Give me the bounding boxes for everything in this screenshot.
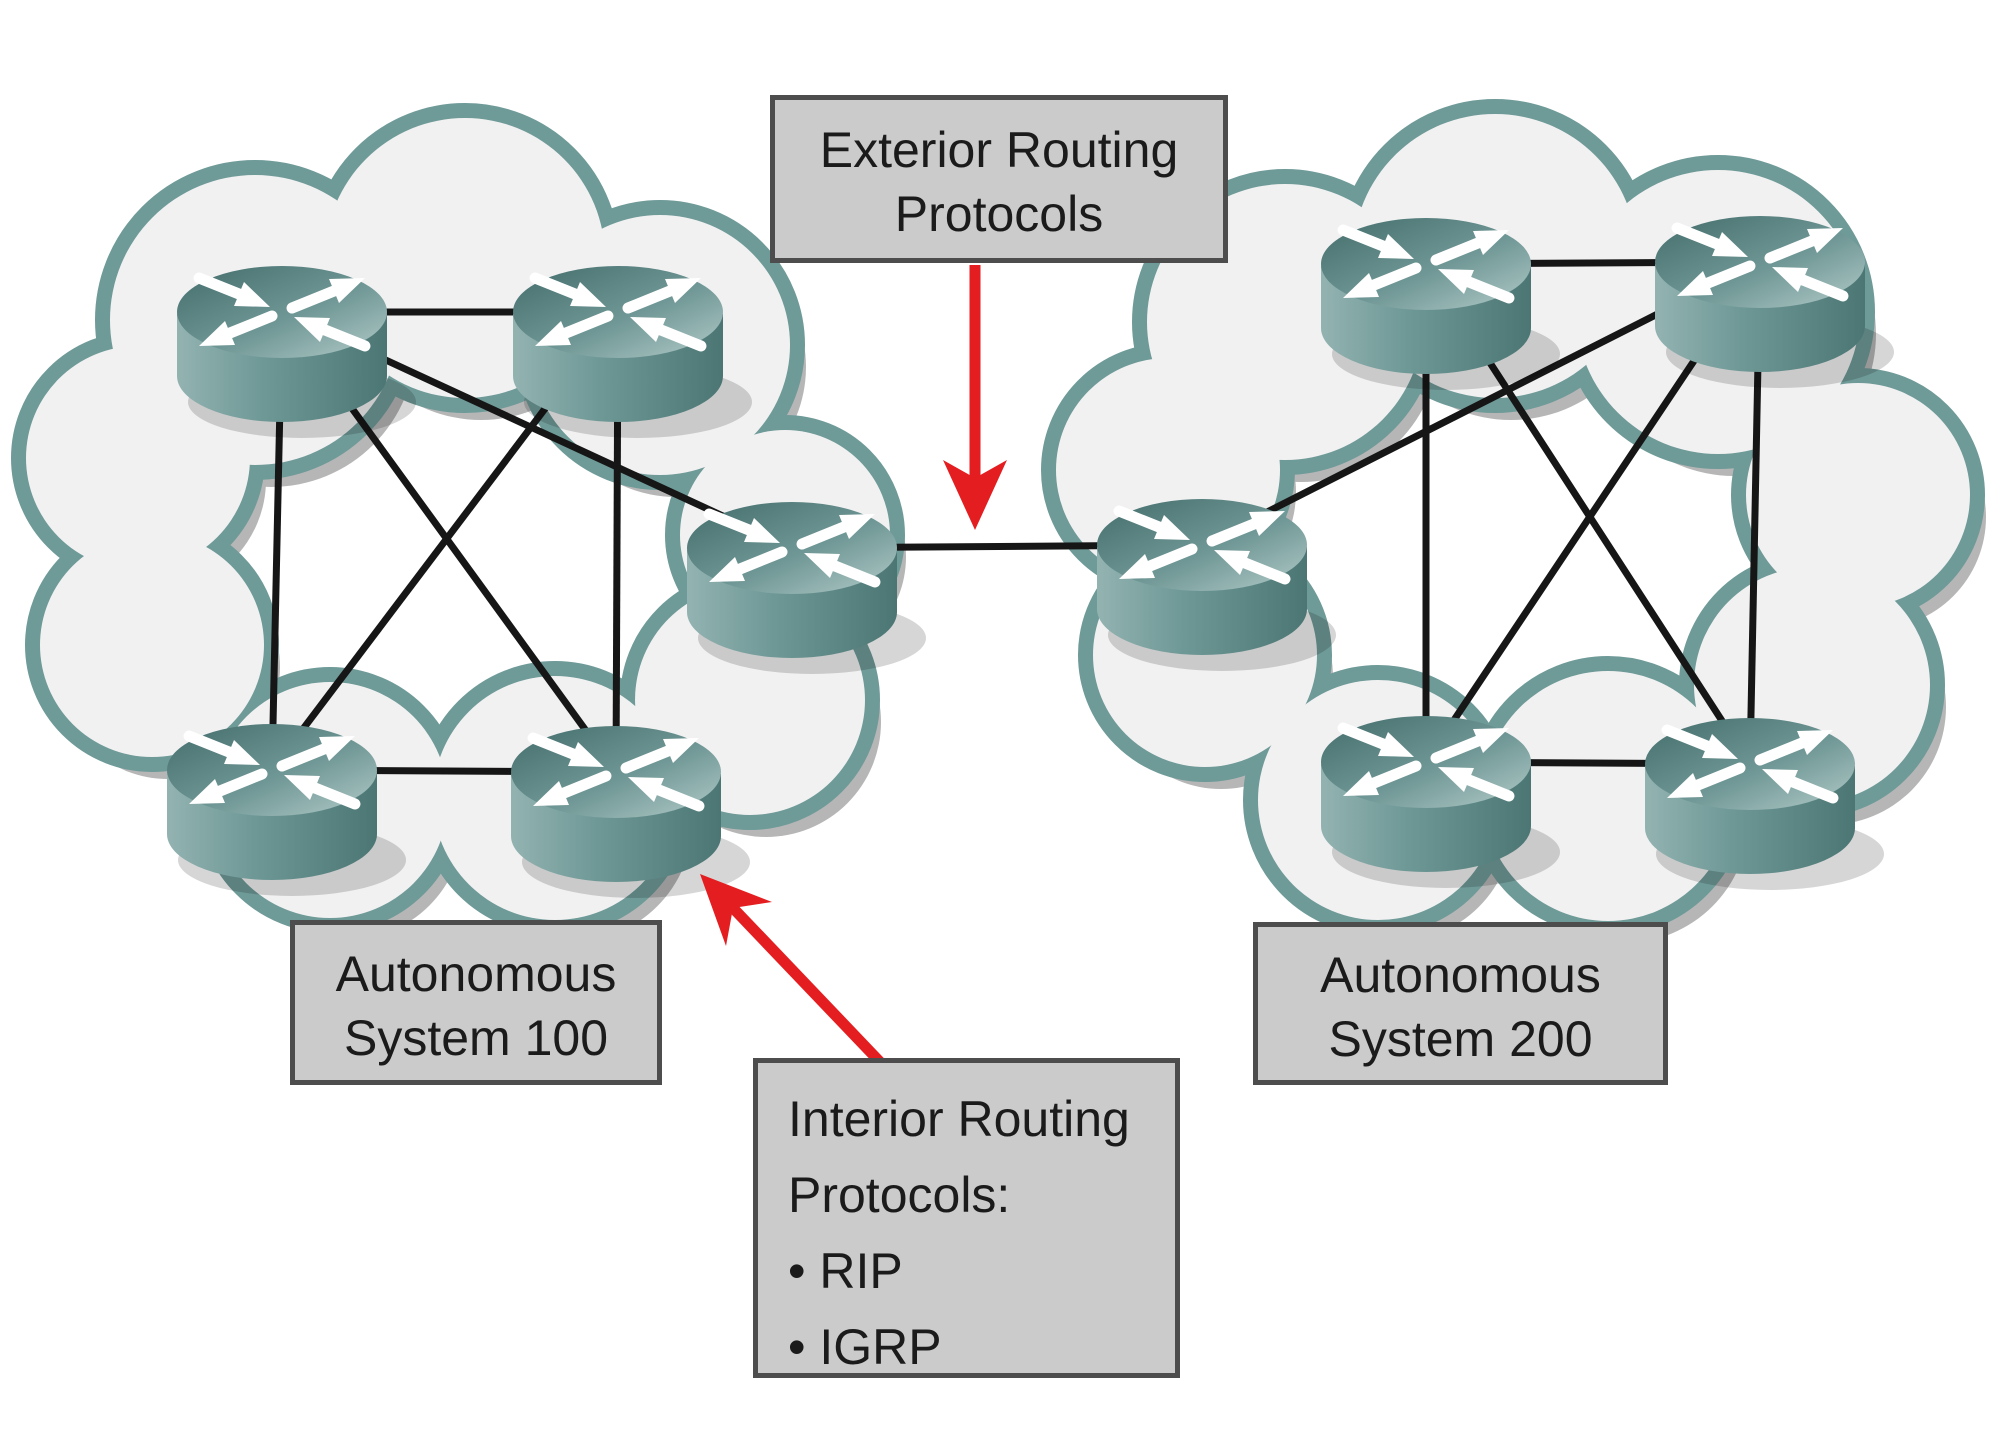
exterior-arrow <box>943 265 1007 530</box>
label-line: • IGRP <box>788 1319 942 1375</box>
label-line: Autonomous <box>335 946 617 1002</box>
exterior-routing-protocols-label: Exterior Routing Protocols <box>770 95 1228 263</box>
label-line: Protocols <box>894 186 1104 242</box>
router-r6 <box>1097 499 1336 671</box>
interior-arrow <box>700 874 884 1066</box>
autonomous-system-200-label: Autonomous System 200 <box>1253 922 1668 1085</box>
label-line: Interior Routing <box>788 1091 1130 1147</box>
label-line: Autonomous <box>1320 947 1601 1003</box>
label-line: Exterior Routing <box>819 122 1179 178</box>
autonomous-system-100-label: Autonomous System 100 <box>290 920 662 1085</box>
label-line: Protocols: <box>788 1167 1011 1223</box>
label-line: System 100 <box>343 1010 608 1066</box>
interior-routing-protocols-label: Interior Routing Protocols: • RIP • IGRP <box>753 1058 1180 1378</box>
label-line: • RIP <box>788 1243 903 1299</box>
label-line: System 200 <box>1328 1011 1593 1067</box>
